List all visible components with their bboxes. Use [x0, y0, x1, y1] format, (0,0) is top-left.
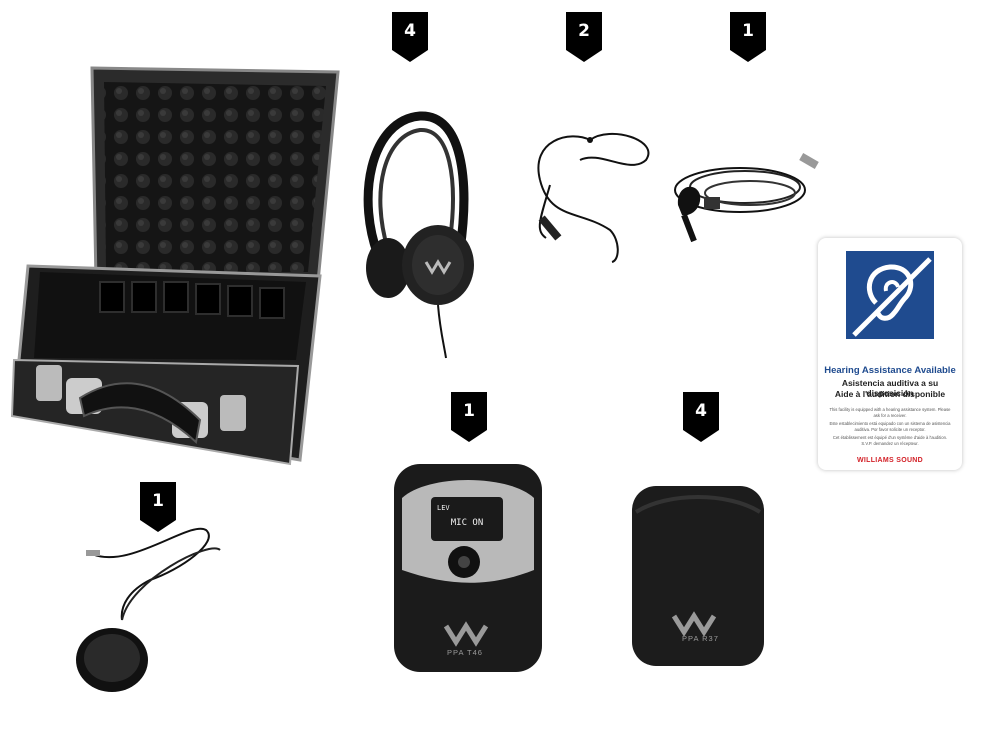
- sign-title-es: Asistencia auditiva a su disposición: [841, 378, 939, 398]
- transmitter-display: LEV MIC ON: [431, 497, 503, 541]
- receiver-model-label: PPA R37: [682, 634, 719, 643]
- receiver: [632, 486, 764, 666]
- quantity-tag-transmitter: 1: [451, 392, 487, 442]
- quantity-tag-boundary-mic: 1: [140, 482, 176, 532]
- quantity-headphones: 4: [404, 21, 416, 41]
- sign-body-en: This facility is equipped with a hearing…: [829, 407, 951, 418]
- boundary-mic: [76, 527, 221, 692]
- quantity-boundary-mic: 1: [152, 491, 164, 511]
- transmitter: [394, 464, 542, 672]
- hearing-assistance-sign: Hearing Assistance Available Asistencia …: [818, 238, 962, 470]
- sign-brand: WILLIAMS SOUND: [856, 457, 924, 464]
- quantity-receiver: 4: [695, 401, 707, 421]
- sign-body-fr: Cet établissement est équipé d'un systèm…: [832, 435, 948, 446]
- transmitter-lcd-line2: MIC ON: [450, 518, 484, 528]
- headphones: [363, 111, 474, 359]
- carrying-case: [10, 66, 340, 466]
- lapel-mic: [674, 153, 819, 243]
- transmitter-lcd-line1: LEV: [437, 504, 450, 512]
- hearing-assistance-symbol-icon: [846, 251, 934, 339]
- quantity-tag-headphones: 4: [392, 12, 428, 62]
- neckloop: [537, 132, 650, 263]
- quantity-transmitter: 1: [463, 401, 475, 421]
- quantity-neckloop: 2: [578, 21, 590, 41]
- quantity-tag-lapel-mic: 1: [730, 12, 766, 62]
- quantity-tag-neckloop: 2: [566, 12, 602, 62]
- quantity-lapel-mic: 1: [742, 21, 754, 41]
- transmitter-model-label: PPA T46: [447, 648, 483, 657]
- sign-body-es: Este establecimiento está equipado con u…: [829, 421, 951, 432]
- sign-title-en: Hearing Assistance Available: [824, 365, 956, 376]
- quantity-tag-receiver: 4: [683, 392, 719, 442]
- sign-title-fr: Aide à l'audition disponible: [834, 389, 946, 399]
